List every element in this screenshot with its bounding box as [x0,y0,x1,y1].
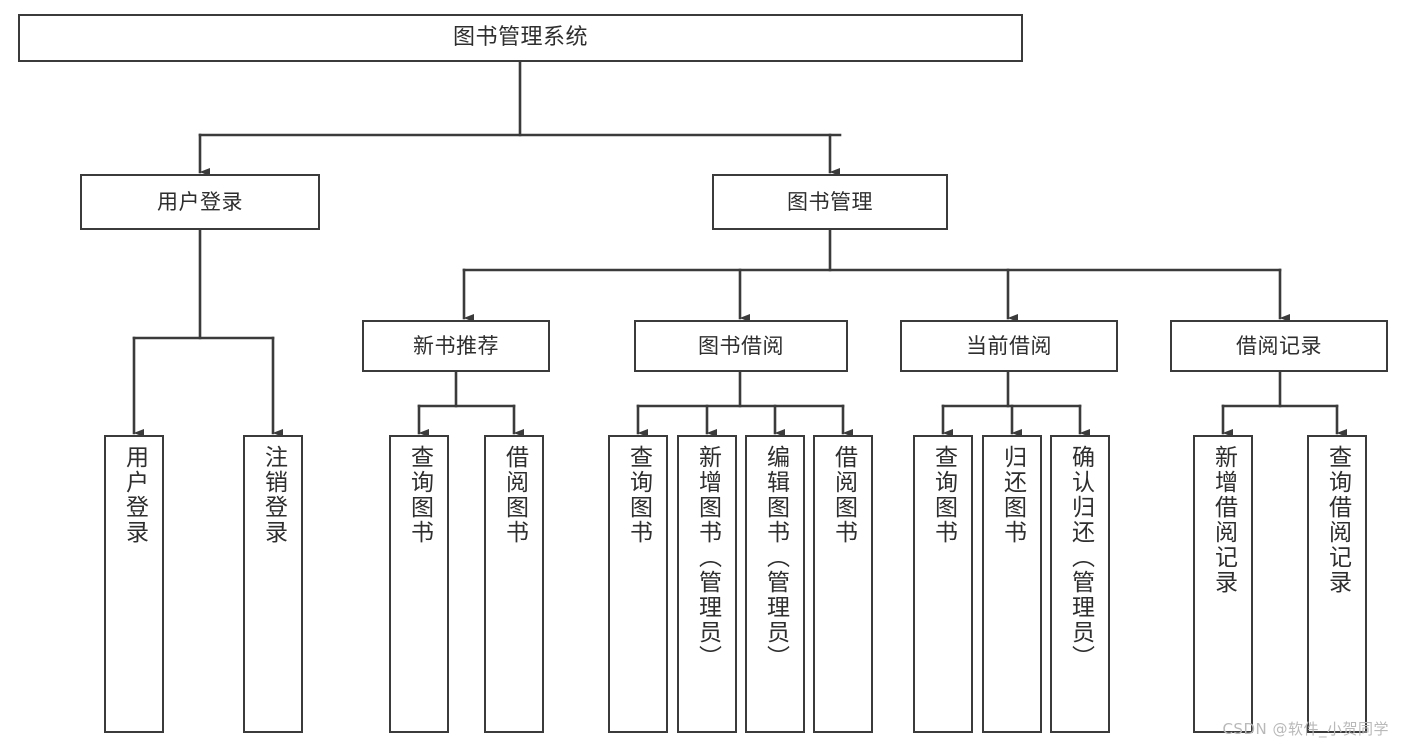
node-leaf-borrow-book-1-label: 借阅图书 [501,445,528,545]
node-leaf-add-record[interactable]: 新增借阅记录 [1193,435,1253,733]
node-leaf-query-book-2-label: 查询图书 [625,445,652,545]
node-new-book-recommend[interactable]: 新书推荐 [362,320,550,372]
node-root-label: 图书管理系统 [452,25,588,51]
node-leaf-borrow-book-1[interactable]: 借阅图书 [484,435,544,733]
node-leaf-add-book-label: 新增图书（管理员） [694,445,721,670]
node-leaf-borrow-book-2[interactable]: 借阅图书 [813,435,873,733]
node-book-manage[interactable]: 图书管理 [712,174,948,230]
node-user-login-label: 用户登录 [157,189,243,214]
node-book-borrow[interactable]: 图书借阅 [634,320,848,372]
node-leaf-user-login[interactable]: 用户登录 [104,435,164,733]
node-leaf-query-record-label: 查询借阅记录 [1324,445,1351,595]
node-leaf-query-book-3-label: 查询图书 [930,445,957,545]
node-leaf-query-book-2[interactable]: 查询图书 [608,435,668,733]
node-new-book-recommend-label: 新书推荐 [413,333,499,358]
node-leaf-edit-book-label: 编辑图书（管理员） [762,445,789,670]
node-leaf-borrow-book-2-label: 借阅图书 [830,445,857,545]
node-root[interactable]: 图书管理系统 [18,14,1023,62]
node-borrow-record-label: 借阅记录 [1236,333,1322,358]
node-borrow-record[interactable]: 借阅记录 [1170,320,1388,372]
node-leaf-logout-label: 注销登录 [260,445,287,545]
node-book-manage-label: 图书管理 [787,189,873,214]
node-leaf-query-book-1[interactable]: 查询图书 [389,435,449,733]
node-leaf-query-book-3[interactable]: 查询图书 [913,435,973,733]
node-leaf-add-record-label: 新增借阅记录 [1210,445,1237,595]
node-leaf-add-book[interactable]: 新增图书（管理员） [677,435,737,733]
node-leaf-edit-book[interactable]: 编辑图书（管理员） [745,435,805,733]
node-leaf-confirm-return-label: 确认归还（管理员） [1067,445,1094,670]
node-leaf-query-record[interactable]: 查询借阅记录 [1307,435,1367,733]
node-user-login[interactable]: 用户登录 [80,174,320,230]
node-current-borrow-label: 当前借阅 [966,333,1052,358]
node-current-borrow[interactable]: 当前借阅 [900,320,1118,372]
node-book-borrow-label: 图书借阅 [698,333,784,358]
node-leaf-user-login-label: 用户登录 [121,445,148,545]
csdn-watermark: CSDN @软件_小贺同学 [1222,720,1389,738]
node-leaf-logout[interactable]: 注销登录 [243,435,303,733]
node-leaf-query-book-1-label: 查询图书 [406,445,433,545]
node-leaf-confirm-return[interactable]: 确认归还（管理员） [1050,435,1110,733]
node-leaf-return-book[interactable]: 归还图书 [982,435,1042,733]
node-leaf-return-book-label: 归还图书 [999,445,1026,545]
